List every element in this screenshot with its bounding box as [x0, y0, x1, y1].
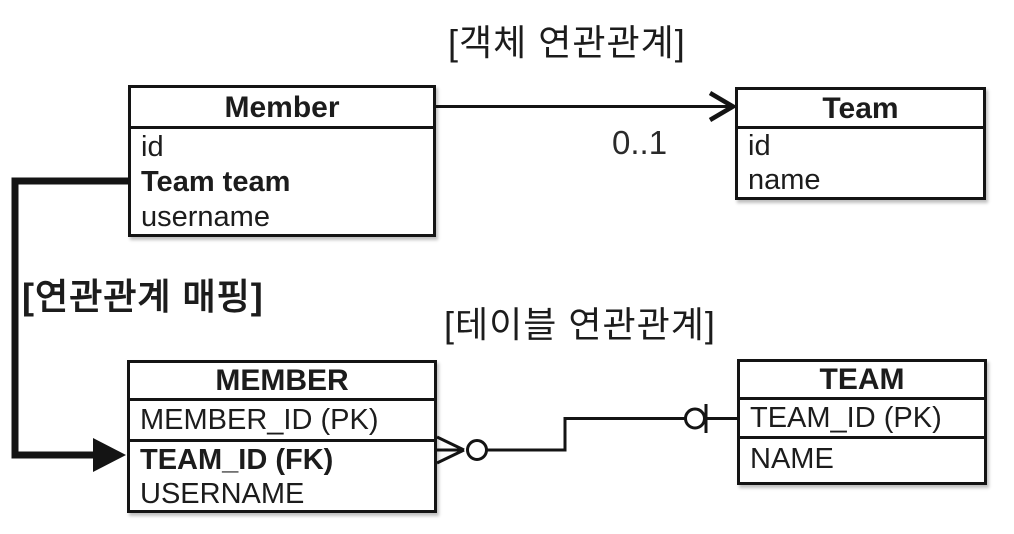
table-association-connector [436, 404, 737, 465]
member-class-box: Member id Team team username [128, 85, 436, 237]
open-arrowhead-icon [708, 91, 738, 122]
table-association-title: [테이블 연관관계] [444, 304, 716, 345]
zero-circle-icon [466, 439, 488, 461]
team-table-box: TEAM TEAM_ID (PK) NAME [737, 359, 987, 485]
member-column-username: USERNAME [140, 478, 305, 510]
crows-foot-many-icon [436, 435, 465, 465]
object-association-arrow [436, 91, 738, 122]
member-class-title: Member [131, 88, 433, 129]
member-column-member-id: MEMBER_ID (PK) [130, 401, 434, 442]
member-table-title: MEMBER [130, 363, 434, 401]
mapping-title: [연관관계 매핑] [22, 276, 264, 317]
mapping-arrow [11, 177, 130, 472]
team-class-title: Team [738, 90, 983, 129]
team-field-id: id [748, 130, 771, 162]
cardinality-label: 0..1 [612, 124, 668, 161]
zero-circle-icon [684, 407, 706, 430]
team-column-name: NAME [750, 443, 834, 475]
member-field-team: Team team [141, 166, 291, 198]
team-field-name: name [748, 164, 821, 196]
member-table-box: MEMBER MEMBER_ID (PK) TEAM_ID (FK) USERN… [127, 360, 437, 513]
member-column-team-id: TEAM_ID (FK) [140, 444, 334, 476]
member-field-username: username [141, 201, 270, 233]
solid-arrowhead-icon [93, 438, 126, 472]
team-class-box: Team id name [735, 87, 986, 200]
team-table-title: TEAM [740, 362, 984, 400]
member-field-id: id [141, 131, 164, 163]
object-association-title: [객체 연관관계] [448, 22, 686, 63]
team-column-team-id: TEAM_ID (PK) [740, 400, 984, 439]
